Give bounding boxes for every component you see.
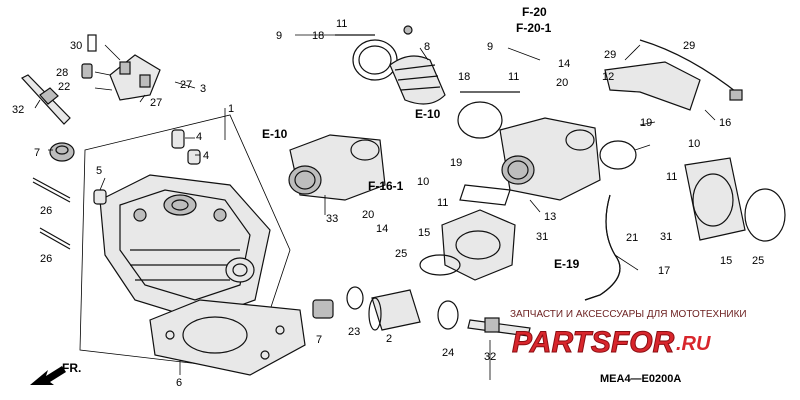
part-number-p15b: 15 xyxy=(720,255,732,267)
part-number-p4b: 4 xyxy=(203,150,209,162)
stud-bolts xyxy=(32,177,71,250)
leader-lines xyxy=(34,34,716,380)
watermark-tld: .RU xyxy=(676,333,711,355)
part-number-p7b: 7 xyxy=(316,334,322,346)
connecting-tube xyxy=(389,55,446,105)
o-ring-23 xyxy=(346,286,364,310)
spark-plug-left xyxy=(21,74,71,125)
watermark-brand: PARTSFOR xyxy=(512,326,675,359)
clamp-10b xyxy=(599,140,637,170)
ref-e10-rear: E-10 xyxy=(415,107,441,121)
part-number-p6: 6 xyxy=(176,377,182,389)
part-number-p26a: 26 xyxy=(40,205,52,217)
cylinder-head xyxy=(79,114,291,371)
clamp-rear xyxy=(457,91,520,139)
part-number-p20a: 20 xyxy=(556,77,568,89)
head-gasket xyxy=(149,299,306,376)
part-number-p11a: 11 xyxy=(336,18,347,30)
diagram-code: MEA4—E0200A xyxy=(600,373,681,385)
part-number-p10a: 10 xyxy=(417,176,429,188)
part-number-p17: 17 xyxy=(658,265,670,277)
ref-f20: F-20 xyxy=(522,5,547,19)
part-number-p18a: 18 xyxy=(312,30,324,42)
front-label: FR. xyxy=(62,361,81,375)
part-number-p8: 8 xyxy=(424,41,430,53)
o-ring-25 xyxy=(419,254,461,276)
part-number-p12: 12 xyxy=(602,71,614,83)
watermark-tagline: ЗАПЧАСТИ И АКСЕССУАРЫ ДЛЯ МОТОТЕХНИКИ xyxy=(510,309,747,320)
cap-left xyxy=(49,142,75,162)
o-ring-24 xyxy=(437,300,459,330)
part-number-p23: 23 xyxy=(348,326,360,338)
part-number-p31a: 31 xyxy=(536,231,548,243)
part-number-p7a: 7 xyxy=(34,147,40,159)
part-number-p10b: 10 xyxy=(688,138,700,150)
clamp-front xyxy=(352,39,398,81)
part-number-p22: 22 xyxy=(58,81,70,93)
part-number-p29b: 29 xyxy=(683,40,695,52)
hose-17 xyxy=(584,194,621,301)
part-number-p9a: 9 xyxy=(276,30,282,42)
part-number-p3: 3 xyxy=(200,83,206,95)
ref-f20-1: F-20-1 xyxy=(516,21,552,35)
part-number-p27a: 27 xyxy=(180,79,192,91)
part-number-p19b: 19 xyxy=(640,117,652,129)
clamp-10 xyxy=(459,184,511,206)
bolt-row-top xyxy=(335,25,413,36)
insulator-joint-15b xyxy=(684,157,746,241)
cap-7b xyxy=(312,299,334,319)
dowel-pins xyxy=(93,129,201,205)
part-number-p5: 5 xyxy=(96,165,102,177)
sleeve-2 xyxy=(368,289,421,331)
insulator-joint-15 xyxy=(441,209,516,281)
part-number-p30: 30 xyxy=(70,40,82,52)
part-number-p25a: 25 xyxy=(395,248,407,260)
ref-e10-front: E-10 xyxy=(262,127,288,141)
part-number-p32a: 32 xyxy=(12,104,24,116)
part-number-p20b: 20 xyxy=(362,209,374,221)
part-number-p11d: 11 xyxy=(666,171,677,183)
part-number-p19a: 19 xyxy=(450,157,462,169)
cable-16 xyxy=(639,39,743,101)
part-number-p13: 13 xyxy=(544,211,556,223)
part-number-p15a: 15 xyxy=(418,227,430,239)
part-number-p11b: 11 xyxy=(508,71,519,83)
part-number-p24: 24 xyxy=(442,347,454,359)
part-number-p14a: 14 xyxy=(558,58,570,70)
part-number-p18b: 18 xyxy=(458,71,470,83)
insulator-rear xyxy=(499,117,601,201)
front-arrow-icon: FR. xyxy=(30,361,81,385)
part-number-p4a: 4 xyxy=(196,131,202,143)
part-number-p16: 16 xyxy=(719,117,731,129)
part-number-p28: 28 xyxy=(56,67,68,79)
part-number-p11c: 11 xyxy=(437,197,448,209)
part-number-p21: 21 xyxy=(626,232,638,244)
spark-plug-right xyxy=(467,317,531,337)
part-number-p29a: 29 xyxy=(604,49,616,61)
part-number-p25b: 25 xyxy=(752,255,764,267)
insulator-front xyxy=(288,134,386,201)
rocker-arm-assembly xyxy=(81,34,161,101)
part-number-p32b: 32 xyxy=(484,351,496,363)
ref-f16-1: F-16-1 xyxy=(368,179,404,193)
part-number-p9b: 9 xyxy=(487,41,493,53)
part-number-p31b: 31 xyxy=(660,231,672,243)
part-number-p2: 2 xyxy=(386,333,392,345)
part-number-p33: 33 xyxy=(326,213,338,225)
ref-e19: E-19 xyxy=(554,257,580,271)
part-number-p1: 1 xyxy=(228,103,234,115)
part-number-p26b: 26 xyxy=(40,253,52,265)
watermark: ЗАПЧАСТИ И АКСЕССУАРЫ ДЛЯ МОТОТЕХНИКИ PA… xyxy=(510,309,747,360)
bracket-12 xyxy=(604,61,701,111)
part-number-p27b: 27 xyxy=(150,97,162,109)
part-number-p14b: 14 xyxy=(376,223,388,235)
o-ring-25b xyxy=(744,188,786,242)
